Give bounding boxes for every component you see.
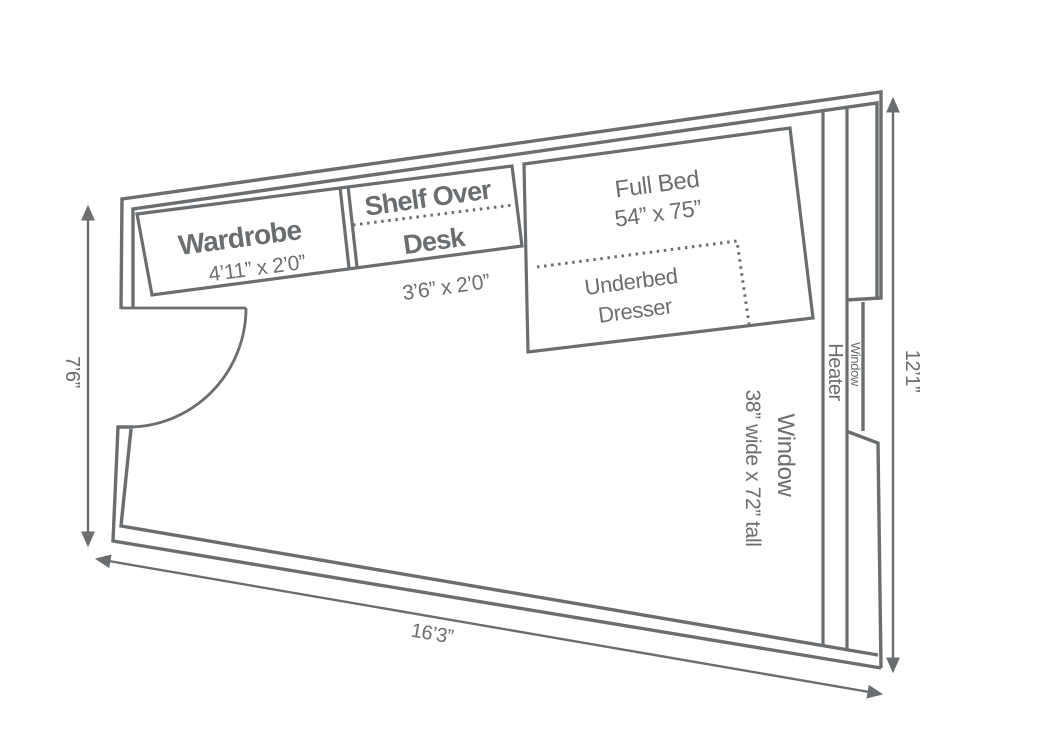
bottom-dimension-arrow <box>94 554 884 699</box>
dimension-lines <box>81 96 900 699</box>
bed-outline <box>522 126 815 354</box>
underbed-dresser-label-line2: Dresser <box>597 293 674 327</box>
left-wall-dimension: 7’6” <box>61 356 83 388</box>
bottom-wall-dimension: 16’3” <box>409 620 455 649</box>
wardrobe-desk-outline <box>135 164 524 297</box>
wardrobe-desk-band <box>135 164 524 297</box>
labels: Wardrobe 4’11” x 2’0” Shelf Over Desk 3’… <box>61 166 923 649</box>
door-swing-arc <box>127 307 248 429</box>
wall-outer-bottom <box>111 425 882 670</box>
wall-inner-top <box>131 101 879 308</box>
heater-label: Heater <box>824 343 846 401</box>
door <box>121 306 248 429</box>
right-wall-dimension: 12’1” <box>901 350 923 392</box>
desk-dimensions: 3’6” x 2’0” <box>401 270 492 305</box>
window-main-dimensions: 38” wide x 72” tall <box>741 390 764 547</box>
wardrobe-desk-divider-left <box>338 186 351 269</box>
window-small-label: Window <box>848 342 863 387</box>
wall-outer-top <box>119 90 883 310</box>
wall-right-lower <box>845 429 883 669</box>
wardrobe-desk-divider-right <box>346 185 359 268</box>
underbed-dresser-dotted-outline <box>536 239 751 325</box>
window-main-label: Window <box>772 414 799 498</box>
bed <box>522 126 815 354</box>
